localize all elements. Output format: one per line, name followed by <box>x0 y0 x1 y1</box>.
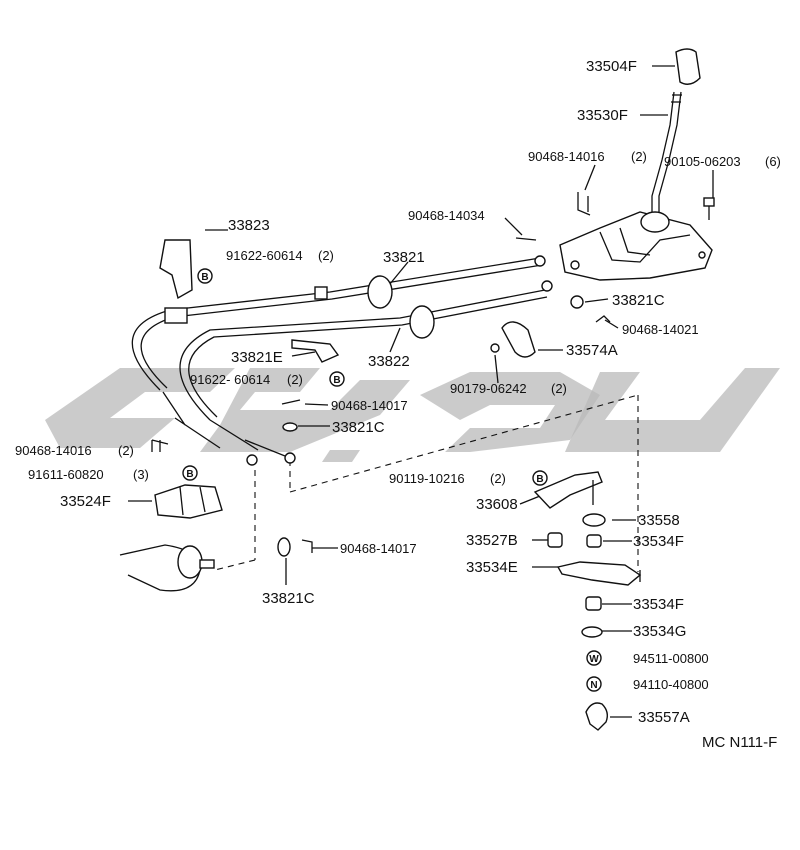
label-91622-60614-qty: (2) <box>318 248 334 263</box>
shift-cable-lower <box>179 280 553 466</box>
label-90468-14021: 90468-14021 <box>622 322 699 337</box>
label-33821e: 33821E <box>231 349 283 366</box>
bolt-top-right-part <box>703 197 715 220</box>
label-90119-10216: 90119-10216 <box>389 471 465 486</box>
circled-symbols: B B B B W N <box>182 268 602 692</box>
label-90105-06203: 90105-06203 <box>664 154 741 169</box>
lever-33608-part <box>533 471 603 509</box>
label-33821c-bottom: 33821C <box>262 590 315 607</box>
label-90468-14016-top: 90468-14016 <box>528 149 605 164</box>
label-33527b: 33527B <box>466 532 518 549</box>
clip-top-left-part <box>577 192 591 216</box>
lever-33534e-part <box>556 561 642 586</box>
label-90468-14034: 90468-14034 <box>408 208 485 223</box>
label-33558: 33558 <box>638 512 680 529</box>
small-parts <box>151 237 611 557</box>
label-90179-06242-qty: (2) <box>551 381 567 396</box>
cap-33557a-part <box>585 702 609 731</box>
label-91622-60614-b-qty: (2) <box>287 372 303 387</box>
symbol-b-retainer: B <box>333 375 340 386</box>
label-33557a: 33557A <box>638 709 690 726</box>
label-90105-06203-qty: (6) <box>765 154 781 169</box>
label-91622-60614: 91622-60614 <box>226 248 303 263</box>
washer-33534g-part <box>581 626 603 638</box>
label-90468-14016-left: 90468-14016 <box>15 443 92 458</box>
label-94110-40800: 94110-40800 <box>633 677 709 692</box>
bushing-33558-part <box>582 513 606 527</box>
bushing-33527b-part <box>547 532 563 548</box>
symbol-b-left: B <box>186 469 193 480</box>
shift-lever <box>651 91 682 215</box>
dashed-guide-lines <box>214 394 639 572</box>
label-33608: 33608 <box>476 496 518 513</box>
label-33821c-mid: 33821C <box>332 419 385 436</box>
label-33821c-right: 33821C <box>612 292 665 309</box>
shift-base-housing <box>559 211 713 281</box>
collar-33534f-lower-part <box>585 596 602 611</box>
label-33574a: 33574A <box>566 342 618 359</box>
bracket-33823-part <box>159 239 193 300</box>
label-90468-14017-mid: 90468-14017 <box>331 398 408 413</box>
label-33823: 33823 <box>228 217 270 234</box>
label-90468-14016-top-qty: (2) <box>631 149 647 164</box>
label-33822: 33822 <box>368 353 410 370</box>
label-90119-10216-qty: (2) <box>490 471 506 486</box>
label-90468-14016-left-qty: (2) <box>118 443 134 458</box>
label-33524f: 33524F <box>60 493 111 510</box>
label-91622-60614-b: 91622- 60614 <box>190 372 270 387</box>
label-33821: 33821 <box>383 249 425 266</box>
symbol-b-lever: B <box>536 474 543 485</box>
figure-code: MC N111-F <box>702 734 777 751</box>
label-33530f: 33530F <box>577 107 628 124</box>
symbol-w: W <box>589 654 599 665</box>
part-labels: 33504F 33530F 90468-14016 (2) 90105-0620… <box>15 58 781 751</box>
retainer-33821e-part <box>291 339 340 363</box>
shift-knob <box>675 48 701 85</box>
grommet-33574a-part <box>490 321 536 358</box>
shift-cable-upper <box>131 255 546 449</box>
label-91611-60820: 91611-60820 <box>28 467 104 482</box>
transmission-outline <box>119 544 215 592</box>
symbol-n: N <box>590 680 597 691</box>
label-94511-00800: 94511-00800 <box>633 651 709 666</box>
bracket-33524f-part <box>154 484 223 519</box>
label-90468-14017-bottom: 90468-14017 <box>340 541 417 556</box>
label-33534f-lower: 33534F <box>633 596 684 613</box>
label-33504f: 33504F <box>586 58 637 75</box>
watermark-logo <box>45 368 780 462</box>
collar-33534f-upper-part <box>586 534 602 548</box>
symbol-b-upper: B <box>201 272 208 283</box>
label-33534f-upper: 33534F <box>633 533 684 550</box>
label-91611-60820-qty: (3) <box>133 467 149 482</box>
label-90179-06242: 90179-06242 <box>450 381 527 396</box>
label-33534e: 33534E <box>466 559 518 576</box>
leader-lines <box>128 65 714 718</box>
label-33534g: 33534G <box>633 623 686 640</box>
